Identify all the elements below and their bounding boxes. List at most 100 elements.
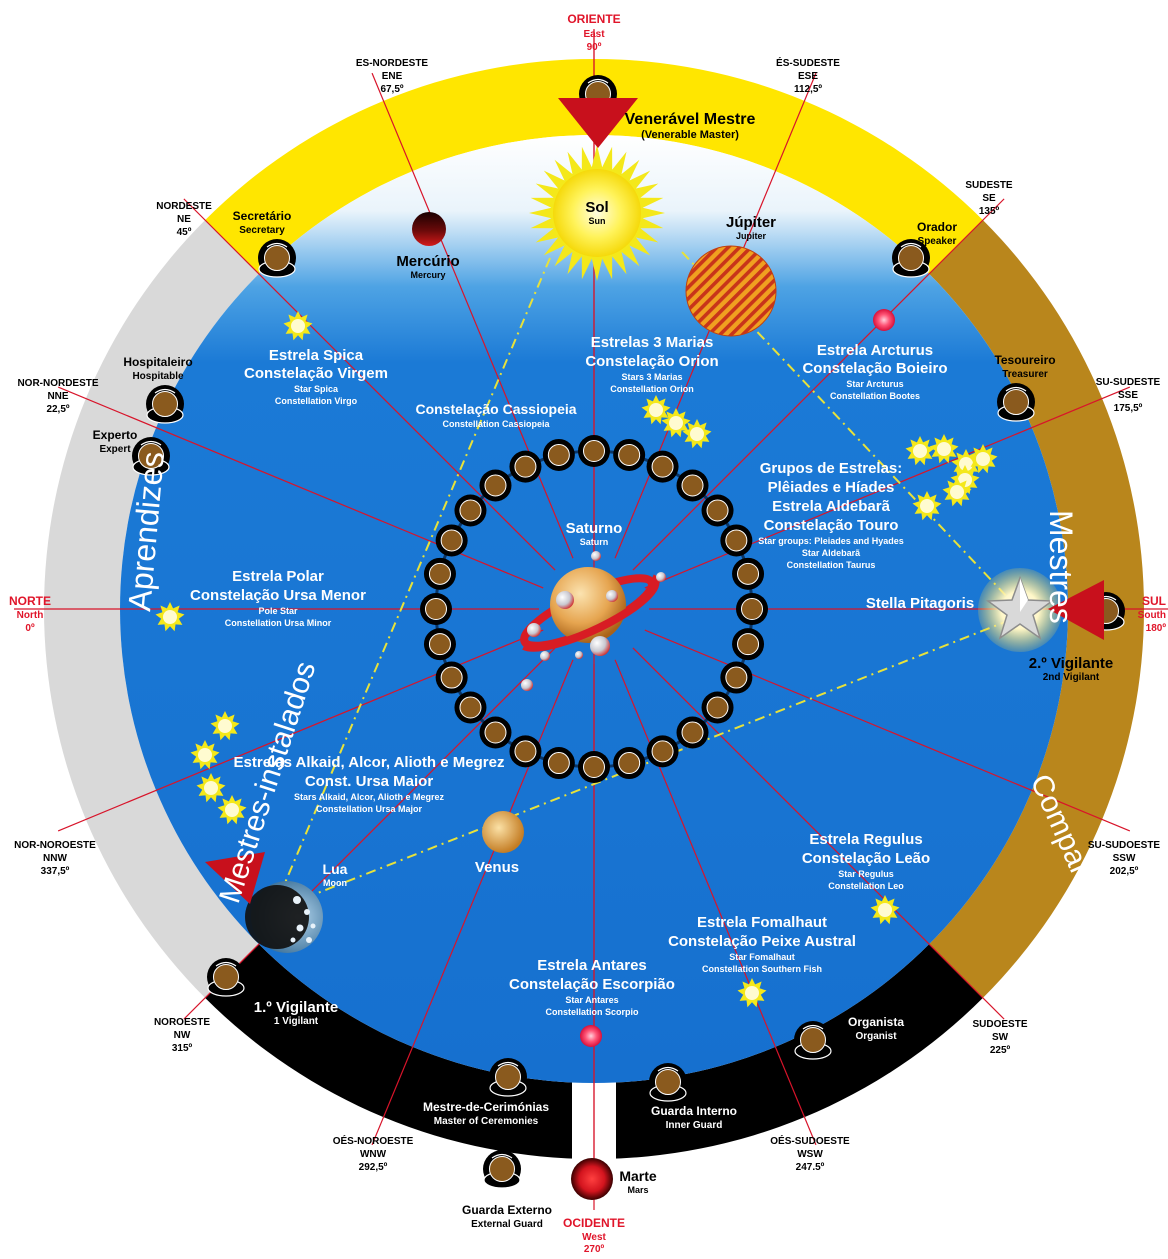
- mercury-label-en: Mercury: [410, 270, 445, 280]
- pleiades-l3: Estrela Aldebarã: [772, 498, 890, 515]
- brother-figure: [731, 557, 765, 591]
- saturn-moon: [590, 636, 610, 656]
- cardinal-west-en: West: [582, 1232, 606, 1243]
- direction-line: [183, 647, 556, 1020]
- brother-figure: [423, 557, 457, 591]
- officer-figure: [145, 384, 185, 424]
- antares-l2: Constelação Escorpião: [509, 976, 675, 993]
- fomalhaut-l1: Estrela Fomalhaut: [697, 914, 827, 931]
- label-ursa-major: Estrelas Alkaid, Alcor, Alioth e Megrez …: [234, 754, 505, 814]
- second-vigilant-en: 2nd Vigilant: [1043, 672, 1100, 683]
- label-pleiades: Grupos de Estrelas: Plêiades e Híades Es…: [758, 460, 904, 570]
- brother-figure: [435, 661, 469, 695]
- dir-ne-deg: 45º: [177, 227, 192, 238]
- hospitaller-en: Hospitable: [132, 371, 184, 382]
- officer-figure: [257, 238, 297, 278]
- saturn-label-en: Saturn: [580, 537, 609, 547]
- officer-figure: [206, 957, 246, 997]
- officer-first-vigilant: 1.º Vigilante 1 Vigilant: [254, 999, 338, 1027]
- dir-wnw-deg: 292,5º: [359, 1162, 388, 1173]
- east-pointer: [558, 98, 638, 148]
- band-east: [205, 59, 983, 274]
- saturn-label: Saturno: [566, 520, 623, 537]
- officer-master-of-ceremonies: Mestre-de-Cerimónias Master of Ceremonie…: [423, 1100, 549, 1127]
- direction-line: [614, 659, 817, 1146]
- orion-en2: Constellation Orion: [610, 384, 694, 394]
- sun-label-en: Sun: [589, 216, 606, 226]
- cardinal-north: NORTE North 0º: [9, 594, 51, 634]
- dir-sw-pt: SUDOESTE: [972, 1019, 1027, 1030]
- pleiades-en3: Constellation Taurus: [787, 560, 876, 570]
- cardinal-east-name: ORIENTE: [567, 12, 620, 26]
- dir-nw-pt: NOROESTE: [154, 1017, 210, 1028]
- officer-inner-guard: Guarda Interno Inner Guard: [651, 1104, 737, 1131]
- brother-figure: [478, 468, 512, 502]
- mercury-label: Mercúrio: [396, 253, 459, 270]
- cardinal-west: OCIDENTE West 270º: [563, 1216, 625, 1255]
- pleiades-en2: Star Aldebarã: [802, 548, 861, 558]
- antares-star: [580, 1025, 602, 1047]
- band-north: [43, 220, 259, 998]
- spica-l2: Constelação Virgem: [244, 365, 388, 382]
- organist-pt: Organista: [848, 1015, 904, 1029]
- regulus-en2: Constellation Leo: [828, 881, 904, 891]
- expert-pt: Experto: [93, 428, 138, 442]
- band-west: [205, 944, 983, 1160]
- direction-line: [371, 72, 574, 559]
- brother-figure: [701, 691, 735, 725]
- regulus-l2: Constelação Leão: [802, 850, 930, 867]
- officer-speaker: Orador Speaker: [917, 220, 957, 247]
- ursa-major-en2: Constellation Ursa Major: [316, 804, 423, 814]
- saturn-moon: [521, 679, 533, 691]
- label-spica: Estrela Spica Constelação Virgem Star Sp…: [244, 347, 388, 406]
- dir-ese: ÉS-SUDESTE ESE 112,5º: [776, 56, 840, 95]
- arcturus-star: [873, 309, 895, 331]
- officer-secretary: Secretário Secretary: [233, 209, 292, 236]
- ursa-major-en1: Stars Alkaid, Alcor, Alioth e Megrez: [294, 792, 445, 802]
- spica-en1: Star Spica: [294, 384, 339, 394]
- pleiades-l1: Grupos de Estrelas:: [760, 460, 903, 477]
- label-polar: Estrela Polar Constelação Ursa Menor Pol…: [190, 568, 366, 628]
- dir-nw-deg: 315º: [172, 1043, 193, 1054]
- direction-line: [644, 386, 1131, 589]
- dir-sse-pt: SU-SUDESTE: [1096, 377, 1161, 388]
- northwest-pointer: [205, 852, 265, 904]
- direction-line: [632, 647, 1005, 1020]
- dir-nne: NOR-NORDESTE NNE 22,5º: [17, 378, 98, 415]
- brother-figure: [612, 746, 646, 780]
- direction-line: [644, 629, 1131, 832]
- jupiter-label-en: Jupiter: [736, 231, 767, 241]
- dir-wsw-pt: OÉS-SUDOESTE: [770, 1134, 850, 1147]
- officer-figure: [482, 1149, 522, 1189]
- speaker-en: Speaker: [918, 236, 957, 247]
- label-antares: Estrela Antares Constelação Escorpião St…: [509, 957, 675, 1017]
- south-pointer: [1048, 580, 1104, 640]
- dir-nne-deg: 22,5º: [46, 404, 69, 415]
- dir-ssw-pt: SU-SUDOESTE: [1088, 840, 1161, 851]
- spica-en2: Constellation Virgo: [275, 396, 358, 406]
- brother-figure: [423, 627, 457, 661]
- pleiades-l4: Constelação Touro: [764, 517, 899, 534]
- brother-figure: [719, 661, 753, 695]
- fomalhaut-en1: Star Fomalhaut: [729, 952, 795, 962]
- dir-ese-code: ESE: [798, 71, 818, 82]
- cardinal-south-en: South: [1138, 610, 1166, 621]
- ceremonies-en: Master of Ceremonies: [434, 1116, 539, 1127]
- dir-sw-code: SW: [992, 1032, 1009, 1043]
- saturn-moon: [575, 651, 583, 659]
- dir-ese-deg: 112,5º: [794, 84, 822, 95]
- polar-l1: Estrela Polar: [232, 568, 324, 585]
- antares-l1: Estrela Antares: [537, 957, 647, 974]
- arcturus-l2: Constelação Boieiro: [802, 360, 947, 377]
- jupiter-label: Júpiter: [726, 214, 776, 231]
- hospitaller-pt: Hospitaleiro: [123, 355, 192, 369]
- officer-expert: Experto Expert: [93, 428, 138, 455]
- brother-figure: [435, 523, 469, 557]
- moon: [245, 881, 323, 953]
- polar-en1: Pole Star: [258, 606, 298, 616]
- expert-en: Expert: [99, 444, 131, 455]
- saturn-moon: [606, 590, 618, 602]
- pitagoris-l1: Stella Pitagoris: [866, 595, 974, 612]
- dir-ssw-code: SSW: [1113, 853, 1136, 864]
- treasurer-en: Treasurer: [1002, 369, 1048, 380]
